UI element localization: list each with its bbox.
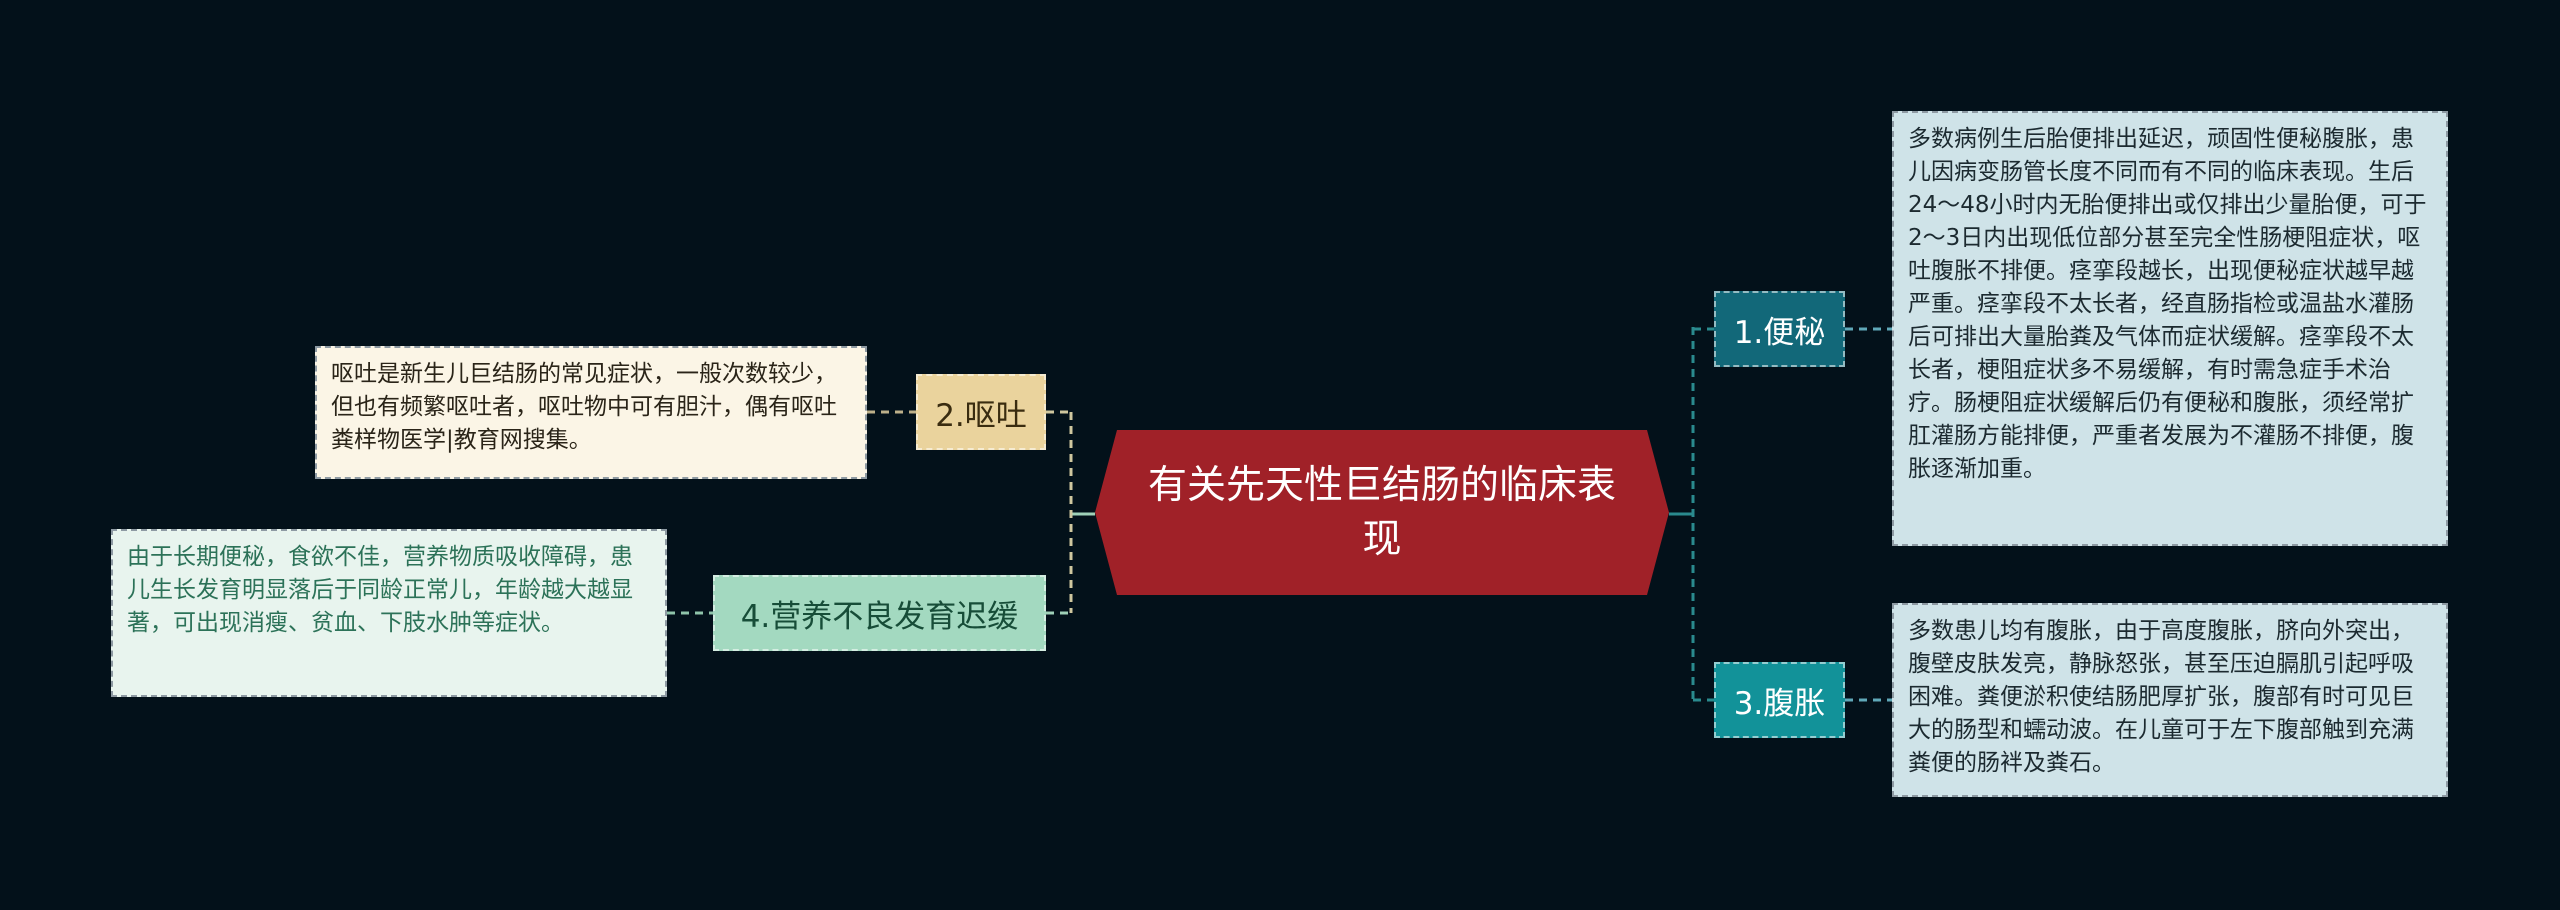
central-topic-title: 有关先天性巨结肠的临床表现 (1147, 462, 1616, 562)
branch-vomiting[interactable]: 2.呕吐 (916, 374, 1046, 450)
detail-vomiting: 呕吐是新生儿巨结肠的常见症状，一般次数较少，但也有频繁呕吐者，呕吐物中可有胆汁，… (315, 346, 867, 479)
branch-malnutrition[interactable]: 4.营养不良发育迟缓 (713, 575, 1046, 651)
detail-abdominal-distension: 多数患儿均有腹胀，由于高度腹胀，脐向外突出，腹壁皮肤发亮，静脉怒张，甚至压迫膈肌… (1892, 603, 2448, 797)
detail-constipation: 多数病例生后胎便排出延迟，顽固性便秘腹胀，患儿因病变肠管长度不同而有不同的临床表… (1892, 111, 2448, 546)
branch-constipation[interactable]: 1.便秘 (1714, 291, 1845, 367)
branch-abdominal-distension[interactable]: 3.腹胀 (1714, 662, 1845, 738)
detail-malnutrition: 由于长期便秘，食欲不佳，营养物质吸收障碍，患儿生长发育明显落后于同龄正常儿，年龄… (111, 529, 667, 697)
central-topic[interactable]: 有关先天性巨结肠的临床表现 (1095, 430, 1669, 595)
